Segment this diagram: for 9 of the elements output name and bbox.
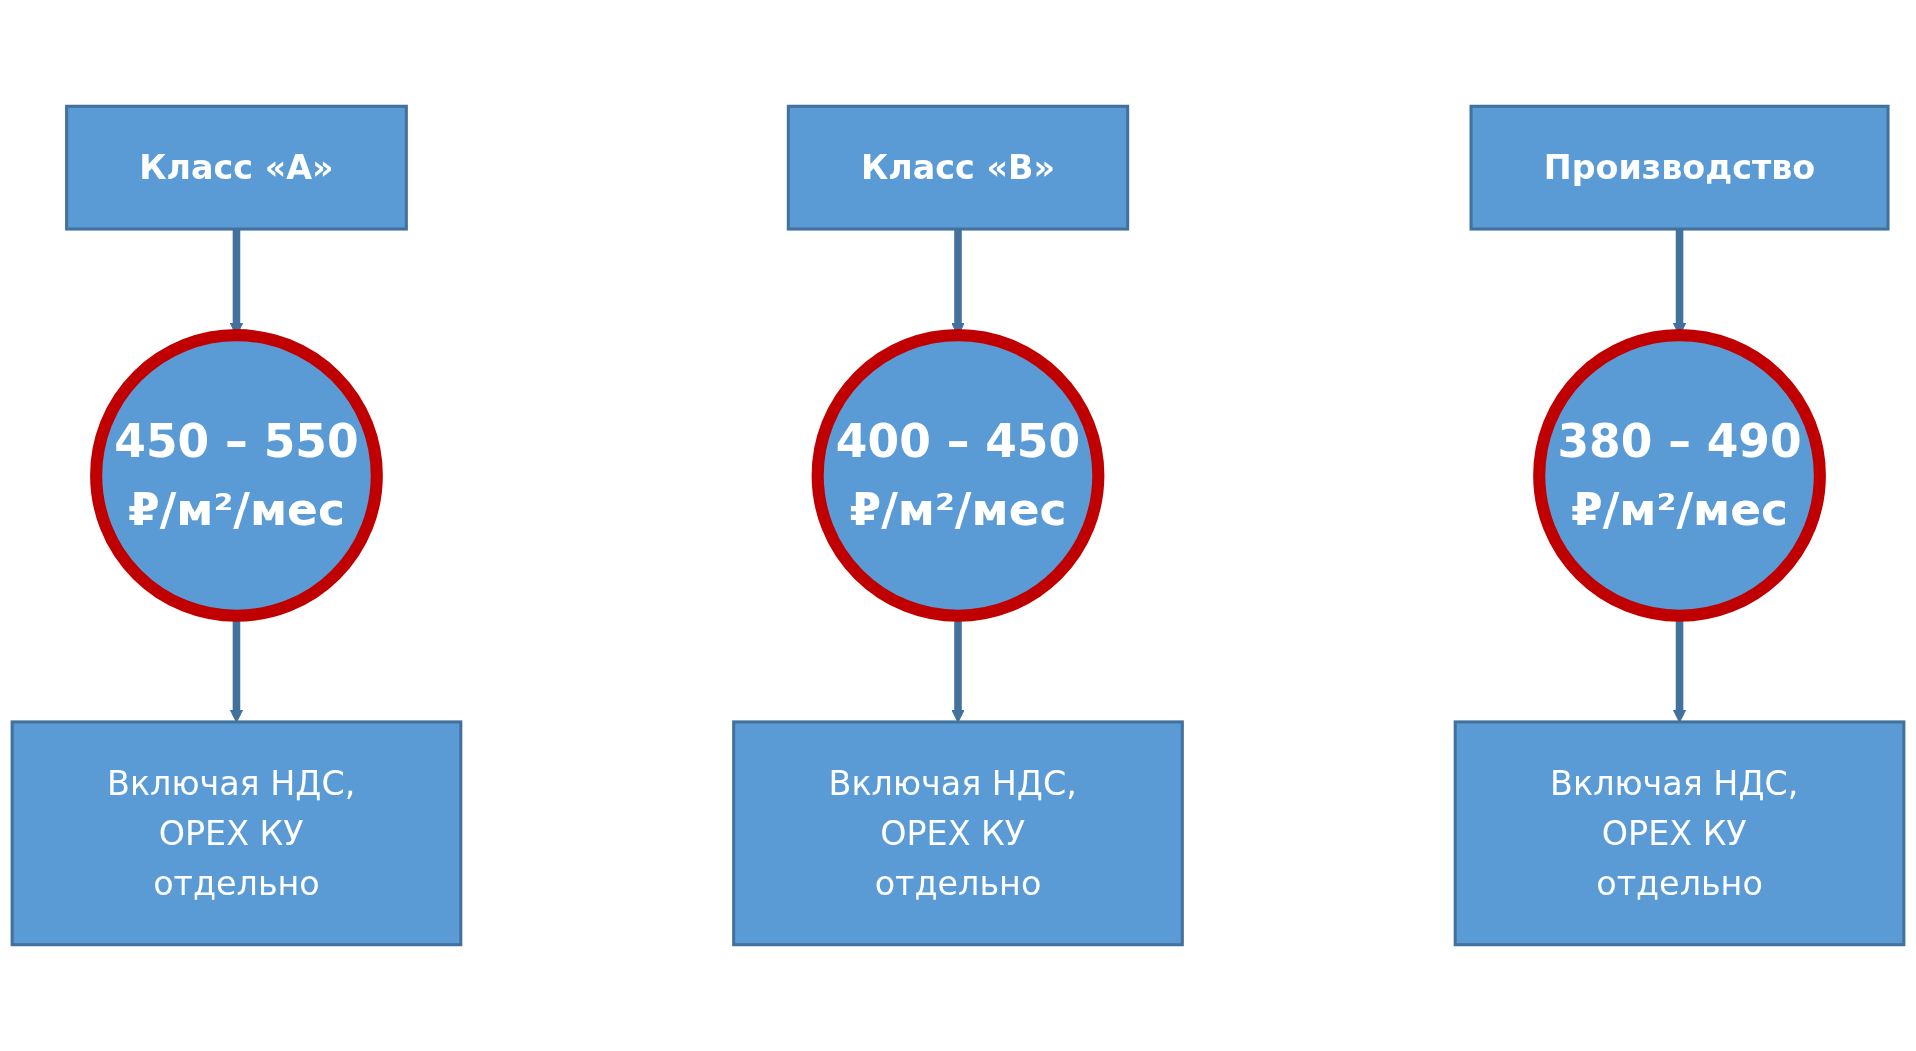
node-box: Производство (1469, 104, 1890, 231)
node-box: Класс «А» (65, 104, 408, 231)
node-circle: 450 – 550 ₽/м²/мес (90, 329, 383, 622)
node-box: Класс «В» (786, 104, 1130, 231)
node-box: Включая НДС, OPEX КУ отдельно (732, 720, 1184, 947)
node-box: Включая НДС, OPEX КУ отдельно (10, 720, 463, 947)
node-box: Включая НДС, OPEX КУ отдельно (1453, 720, 1906, 947)
node-circle: 380 – 490 ₽/м²/мес (1533, 329, 1826, 622)
node-circle: 400 – 450 ₽/м²/мес (811, 329, 1105, 622)
